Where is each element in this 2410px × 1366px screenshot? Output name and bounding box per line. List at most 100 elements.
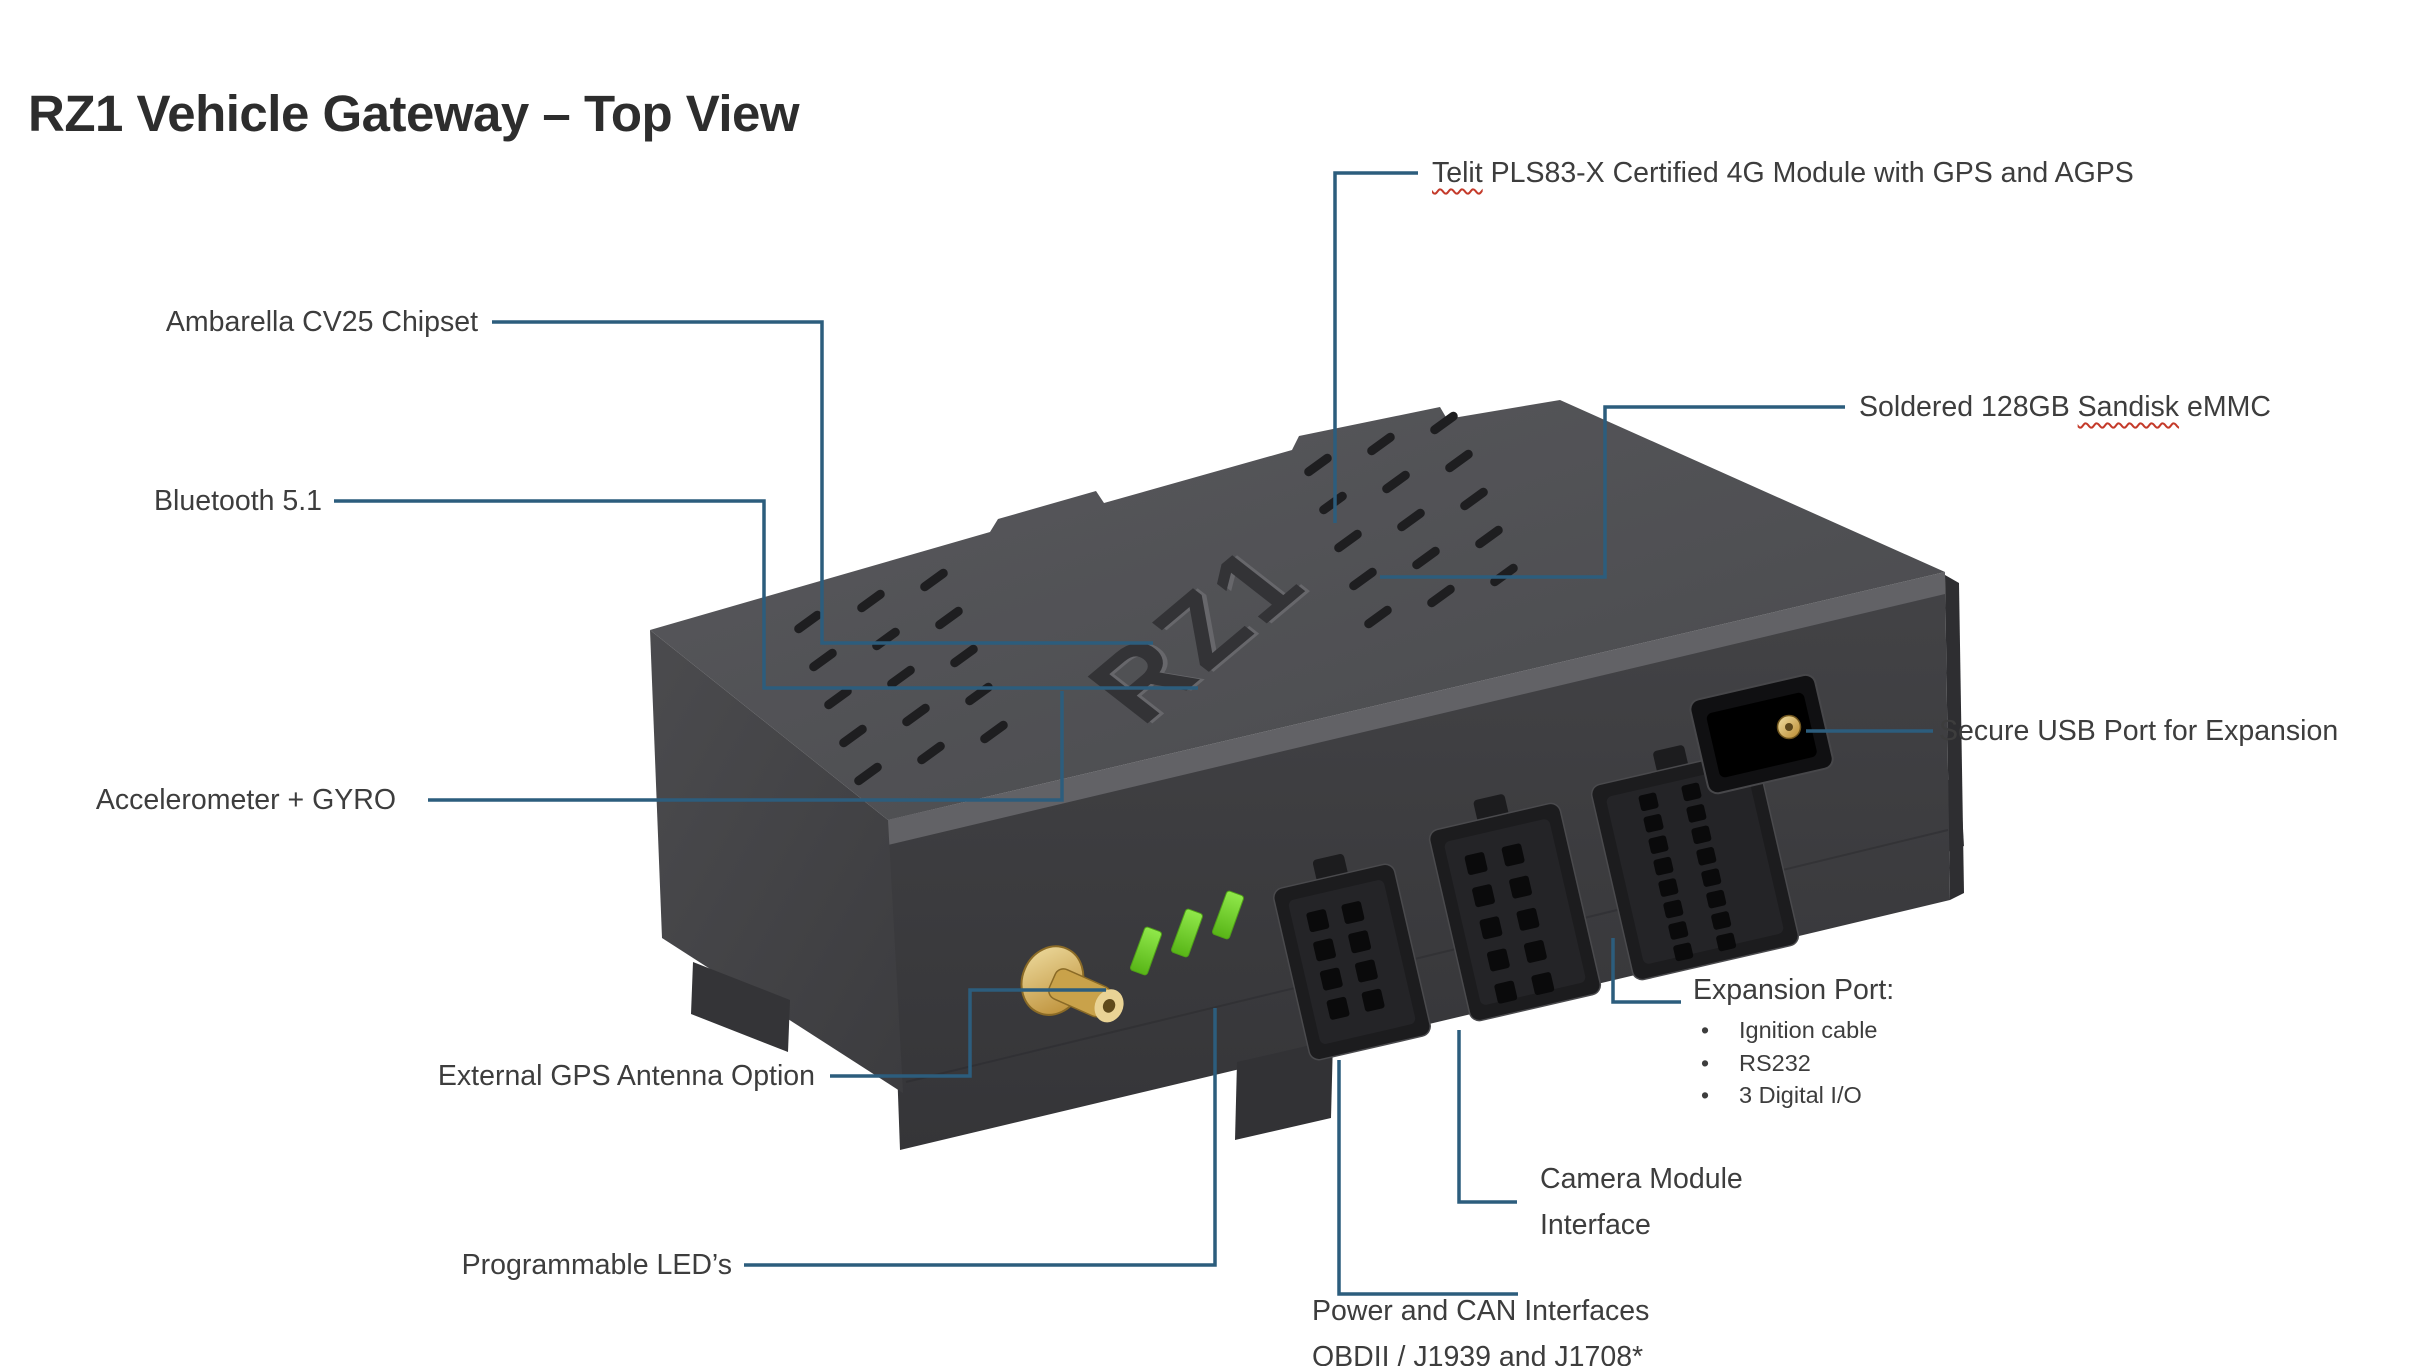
bullet-item: RS232 [1693, 1047, 1894, 1080]
leader-line-soldered-emmc [1380, 405, 1845, 579]
device-top-face [650, 400, 1945, 820]
connector-pin-hole [1523, 940, 1547, 963]
connector-pin-hole [1648, 835, 1669, 854]
leader-line-expansion-port [1611, 938, 1681, 1004]
vent-slot [902, 703, 930, 727]
bullet-item: 3 Digital I/O [1693, 1079, 1894, 1112]
callout-text-line: Soldered 128GB Sandisk eMMC [1859, 391, 2271, 423]
led-indicator [1171, 908, 1203, 958]
device-left-face [650, 630, 903, 1093]
vent-slot [1490, 563, 1518, 587]
connector-pin-hole [1673, 942, 1694, 962]
leader-line-bluetooth [334, 499, 1198, 690]
connector-pin-hole [1663, 899, 1684, 919]
connector-pin-hole [1494, 980, 1518, 1004]
connector-pin-hole [1653, 856, 1674, 876]
leader-line-power-can-interfaces [1337, 1060, 1518, 1296]
vent-slot [1460, 487, 1488, 511]
connector-pin-hole [1479, 916, 1503, 940]
leader-line-external-gps-antenna [830, 988, 1106, 1078]
vent-slot [854, 762, 882, 786]
device-foot-left [691, 962, 790, 1052]
connector-pin-hole [1501, 843, 1525, 867]
callout-text-line: Bluetooth 5.1 [154, 485, 322, 517]
connector-pin-hole [1354, 959, 1378, 983]
bullet-item: Ignition cable [1693, 1014, 1894, 1047]
vent-slot [950, 644, 978, 668]
device-front-face [888, 575, 1950, 1150]
connector-pin-hole [1711, 911, 1732, 930]
vent-slot [917, 741, 945, 765]
vent-slot [1445, 449, 1473, 473]
connector-pin-hole [1681, 782, 1702, 802]
connector-pin-hole [1361, 988, 1385, 1012]
callout-soldered-emmc: Soldered 128GB Sandisk eMMC [1859, 384, 2271, 430]
vent-slot [887, 665, 915, 689]
vent-slot [1382, 470, 1410, 494]
vent-grille-left [794, 568, 1008, 786]
leader-lines [334, 171, 1933, 1296]
vent-slot [1334, 529, 1362, 553]
callout-secure-usb-port: Secure USB Port for Expansion [1939, 708, 2338, 754]
callout-accelerometer-gyro: Accelerometer + GYRO [96, 777, 396, 823]
vent-slot [1397, 508, 1425, 532]
vent-slot [1412, 546, 1440, 570]
vent-grille-right [1304, 411, 1518, 629]
callout-text-line: Ambarella CV25 Chipset [165, 306, 478, 338]
vent-slot [1349, 567, 1377, 591]
callout-bullet-list: Ignition cableRS2323 Digital I/O [1693, 1014, 1894, 1112]
connector-power-can [1273, 853, 1431, 1061]
callout-text-line: External GPS Antenna Option [437, 1060, 815, 1092]
callout-text-line: OBDII / J1939 and J1708* [1312, 1341, 1644, 1366]
connector-expansion [1590, 745, 1800, 981]
connector-ports [1273, 745, 1800, 1061]
leader-line-telit-4g-module [1333, 171, 1418, 523]
vent-slot [920, 568, 948, 592]
usb-port [1689, 673, 1834, 795]
vent-slot [980, 720, 1008, 744]
callout-programmable-leds: Programmable LED’s [462, 1242, 732, 1288]
connector-pin-hole [1716, 932, 1737, 952]
connector-pin-hole [1319, 967, 1343, 991]
connector-pin-hole [1643, 814, 1664, 833]
leader-line-programmable-leds [744, 1008, 1217, 1267]
vent-slot [1427, 584, 1455, 608]
vent-slot [794, 610, 822, 634]
callout-telit-4g-module: Telit PLS83-X Certified 4G Module with G… [1432, 150, 2134, 196]
usb-screw [1776, 714, 1802, 740]
connector-pin-hole [1326, 996, 1350, 1020]
connector-pin-hole [1696, 847, 1717, 866]
led-indicator [1212, 890, 1244, 940]
connector-pin-hole [1348, 930, 1372, 954]
leader-line-ambarella-chipset [492, 320, 1153, 645]
led-indicator [1130, 926, 1162, 976]
callout-ambarella-chipset: Ambarella CV25 Chipset [166, 299, 478, 345]
connector-pin-hole [1516, 907, 1540, 931]
connector-pin-hole [1341, 901, 1365, 924]
callout-bluetooth: Bluetooth 5.1 [154, 478, 322, 524]
vent-slot [839, 724, 867, 748]
antenna-connector [1020, 945, 1124, 1023]
callout-text-line: Power and CAN Interfaces [1312, 1295, 1650, 1327]
device-illustration: RZ1 RZ1 [650, 400, 1964, 1150]
device-right-face [1945, 575, 1964, 900]
connector-pin-hole [1531, 972, 1555, 995]
callout-text-line: Programmable LED’s [461, 1249, 732, 1281]
connector-pin-hole [1472, 884, 1495, 908]
connector-pin-hole [1701, 868, 1722, 887]
callout-text-line: Interface [1540, 1209, 1651, 1241]
leader-line-accelerometer-gyro [428, 691, 1064, 802]
led-indicators [1130, 890, 1244, 976]
connector-pin-hole [1691, 825, 1712, 845]
connector-pin-hole [1668, 921, 1689, 940]
connector-pin-hole [1509, 875, 1532, 899]
vent-slot [1364, 605, 1392, 629]
page-title: RZ1 Vehicle Gateway – Top View [28, 85, 800, 142]
callout-text-line: Telit PLS83-X Certified 4G Module with G… [1432, 157, 2134, 189]
vent-slot [1319, 491, 1347, 515]
vent-slot [824, 686, 852, 710]
